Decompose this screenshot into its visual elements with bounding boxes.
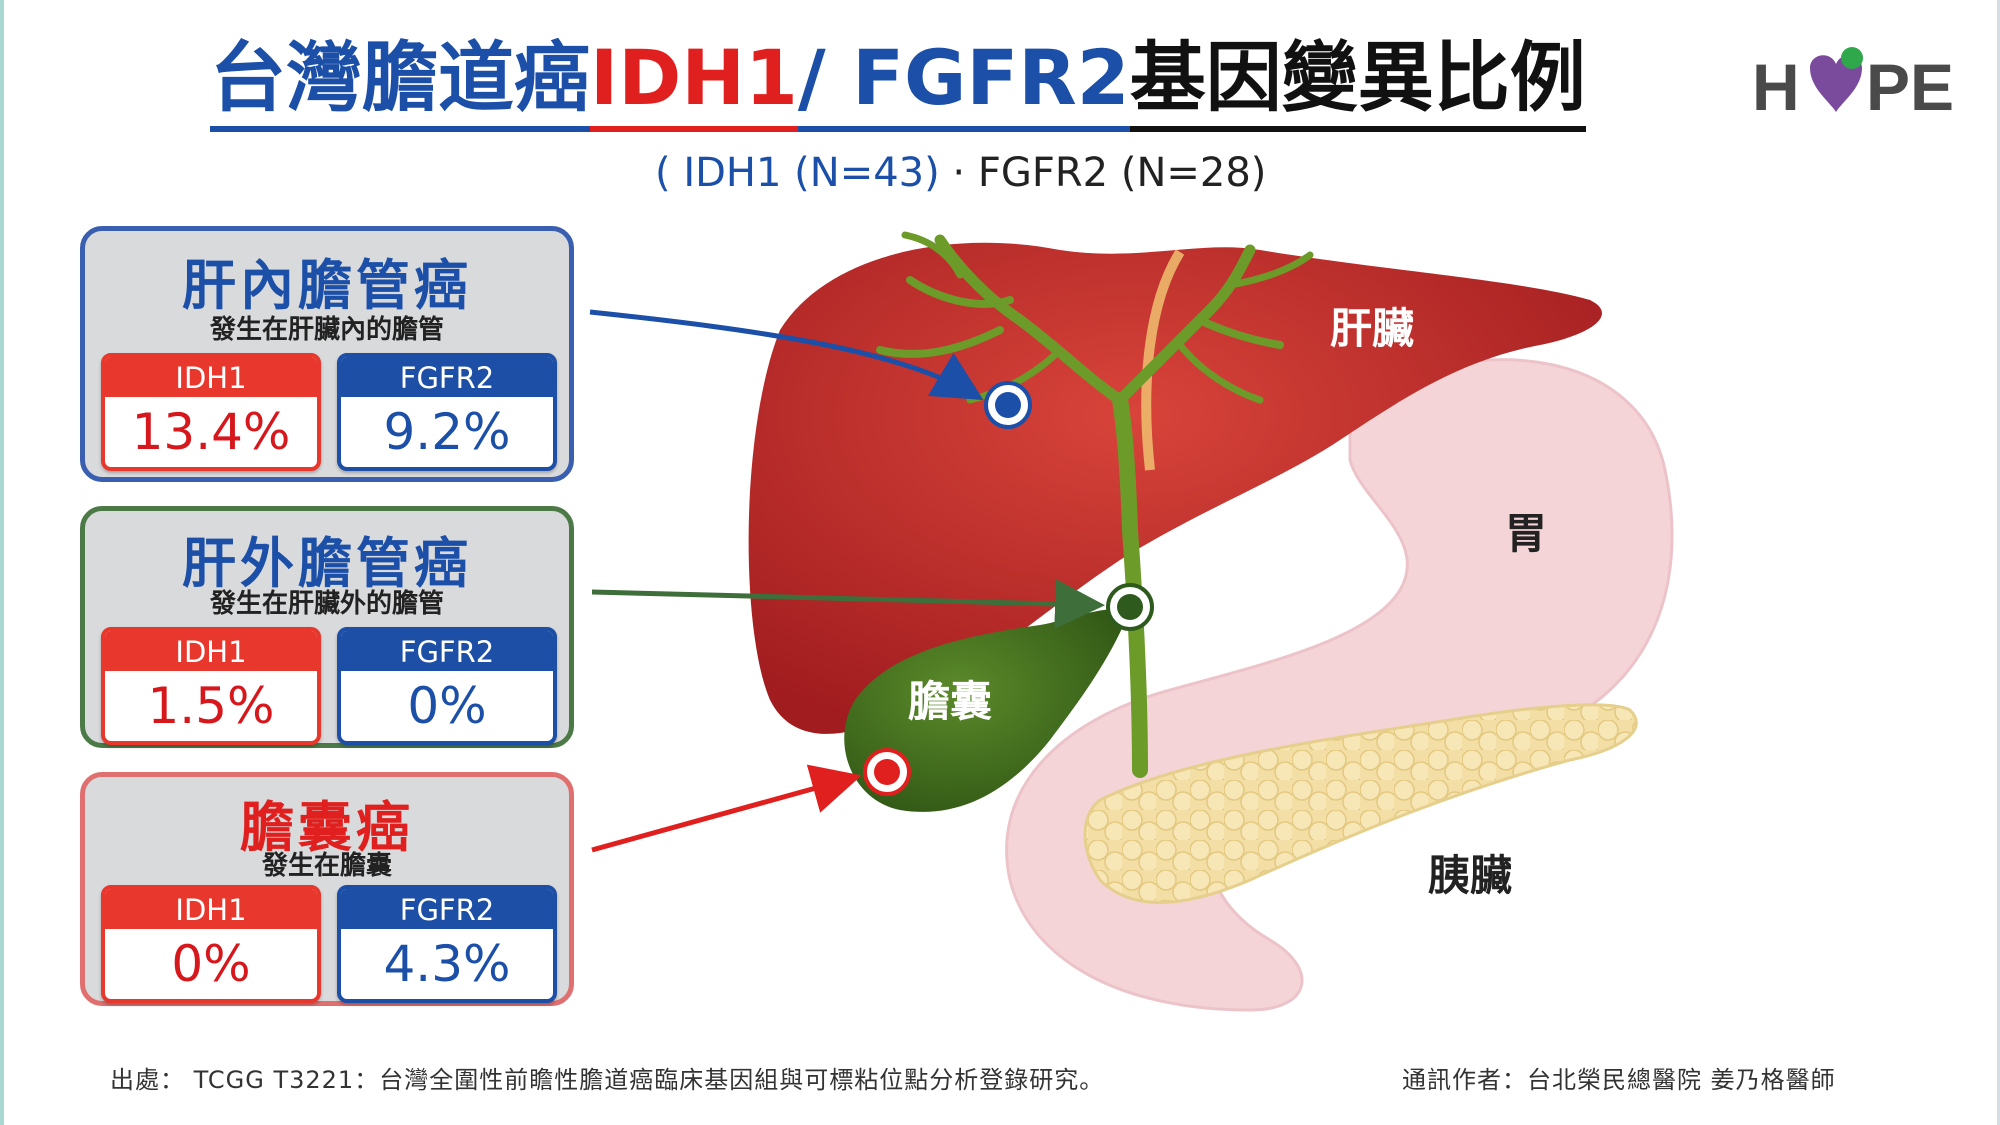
title-part-fgfr2: / FGFR2 [797,32,1130,132]
card-subtitle: 發生在肝臟外的膽管 [209,589,444,619]
idh1-value: 1.5% [147,677,275,735]
card-subtitle: 發生在膽囊 [261,851,392,881]
fgfr2-box: FGFR2 4.3% [337,885,557,1003]
subtitle-separator: · [939,150,978,196]
bile-duct-tree [876,231,1314,778]
intrahepatic-card: 肝內膽管癌 發生在肝臟內的膽管 IDH1 13.4% FGFR2 9.2% [80,226,574,482]
card-title: 肝外膽管癌 [182,532,472,595]
page-title: 台灣膽道癌 IDH1 / FGFR2 基因變異比例 [210,33,1586,132]
fgfr2-box: FGFR2 9.2% [337,353,557,471]
title-part-1: 台灣膽道癌 [210,32,590,132]
hope-logo: H PE [1752,47,1954,124]
gallbladder-shape [844,608,1130,812]
fgfr2-label: FGFR2 [341,631,553,671]
fgfr2-label: FGFR2 [341,357,553,397]
subtitle-idh1: ( IDH1 (N=43) [655,150,940,196]
idh1-box: IDH1 0% [101,885,321,1003]
logo-text-pe: PE [1866,50,1954,124]
logo-text-h: H [1752,50,1800,124]
idh1-value: 0% [171,935,251,993]
stomach-label: 胃 [1505,509,1548,558]
title-part-4: 基因變異比例 [1129,32,1586,132]
extrahepatic-card: 肝外膽管癌 發生在肝臟外的膽管 IDH1 1.5% FGFR2 0% [80,506,574,748]
fgfr2-value: 0% [407,677,487,735]
arrow-intrahepatic [589,309,984,401]
idh1-label: IDH1 [105,357,317,397]
liver-label: 肝臟 [1330,304,1415,353]
idh1-label: IDH1 [105,631,317,671]
gallbladder-label: 膽囊 [908,677,993,726]
idh1-value: 13.4% [131,403,291,461]
fgfr2-value: 9.2% [383,403,511,461]
arrow-extrahepatic [591,578,1105,629]
fgfr2-label: FGFR2 [341,889,553,929]
sample-size-subtitle: ( IDH1 (N=43) · FGFR2 (N=28) [655,150,1266,196]
idh1-label: IDH1 [105,889,317,929]
corresponding-author: 通訊作者：台北榮民總醫院 姜乃格醫師 [1402,1066,1836,1094]
card-subtitle: 發生在肝臟內的膽管 [209,315,444,345]
fgfr2-box: FGFR2 0% [337,627,557,745]
idh1-box: IDH1 1.5% [101,627,321,745]
idh1-box: IDH1 13.4% [101,353,321,471]
source-citation: 出處： TCGG T3221：台灣全圍性前瞻性膽道癌臨床基因組與可標粘位點分析登… [110,1066,1105,1094]
heart-dot-icon [1810,47,1863,112]
card-title: 膽囊癌 [240,796,414,859]
pancreas-label: 胰臟 [1428,851,1513,900]
fgfr2-value: 4.3% [383,935,511,993]
subtitle-fgfr2: FGFR2 (N=28) [977,150,1267,196]
arrow-gallbladder [591,764,862,853]
pancreas-shape [1083,703,1638,904]
card-title: 肝內膽管癌 [182,254,472,317]
title-part-idh1: IDH1 [590,32,798,132]
gallbladder-card: 膽囊癌 發生在膽囊 IDH1 0% FGFR2 4.3% [80,772,574,1006]
